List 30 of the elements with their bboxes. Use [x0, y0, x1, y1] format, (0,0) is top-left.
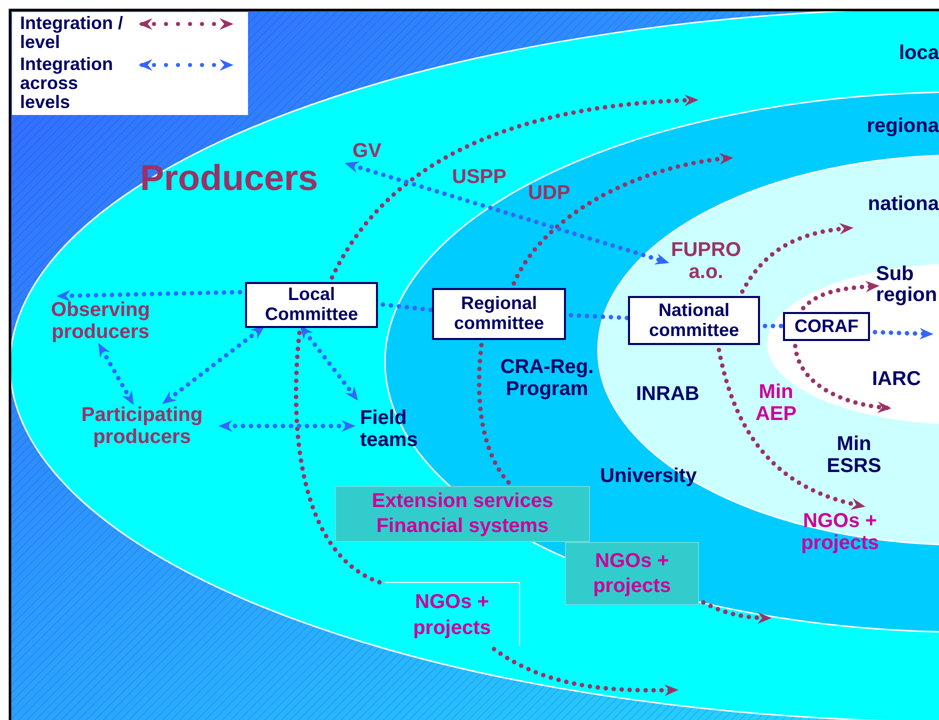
- group-title: Producers: [140, 158, 320, 198]
- organisation-label: Min AEP: [754, 381, 798, 425]
- organisation-label: INRAB: [636, 383, 700, 405]
- legend-label: Integration / level: [20, 14, 124, 52]
- dotted-arrow: [218, 420, 356, 432]
- partner-label: NGOs + projects: [800, 510, 880, 554]
- organisation-label: CRA-Reg. Program: [499, 356, 595, 400]
- dotted-arrow: [98, 342, 134, 406]
- dotted-arrow: [344, 162, 670, 264]
- committee-box: Local Committee: [245, 282, 378, 328]
- partner-box: Extension services Financial systems: [335, 486, 590, 542]
- level-label: loca: [898, 42, 939, 64]
- actor-label: Participating producers: [80, 404, 204, 448]
- legend-label: Integration across levels: [20, 54, 114, 112]
- organisation-label: USPP: [452, 166, 508, 188]
- level-label: Sub region: [876, 264, 938, 306]
- actor-label: Observing producers: [50, 299, 151, 343]
- partner-box: NGOs + projects: [565, 542, 699, 605]
- organisation-label: Min ESRS: [826, 433, 882, 477]
- organisation-label: UDP: [528, 182, 572, 204]
- committee-box: National committee: [628, 296, 760, 345]
- actor-label: FUPRO a.o.: [670, 239, 742, 283]
- dotted-arrow: [162, 326, 265, 404]
- level-label: regiona: [866, 115, 939, 137]
- level-label: nationa: [866, 193, 939, 215]
- partner-box: NGOs + projects: [385, 582, 520, 646]
- committee-box: CORAF: [783, 312, 870, 341]
- committee-box: Regional committee: [432, 288, 566, 340]
- organisation-label: IARC: [872, 368, 922, 390]
- actor-label: GV: [352, 140, 382, 162]
